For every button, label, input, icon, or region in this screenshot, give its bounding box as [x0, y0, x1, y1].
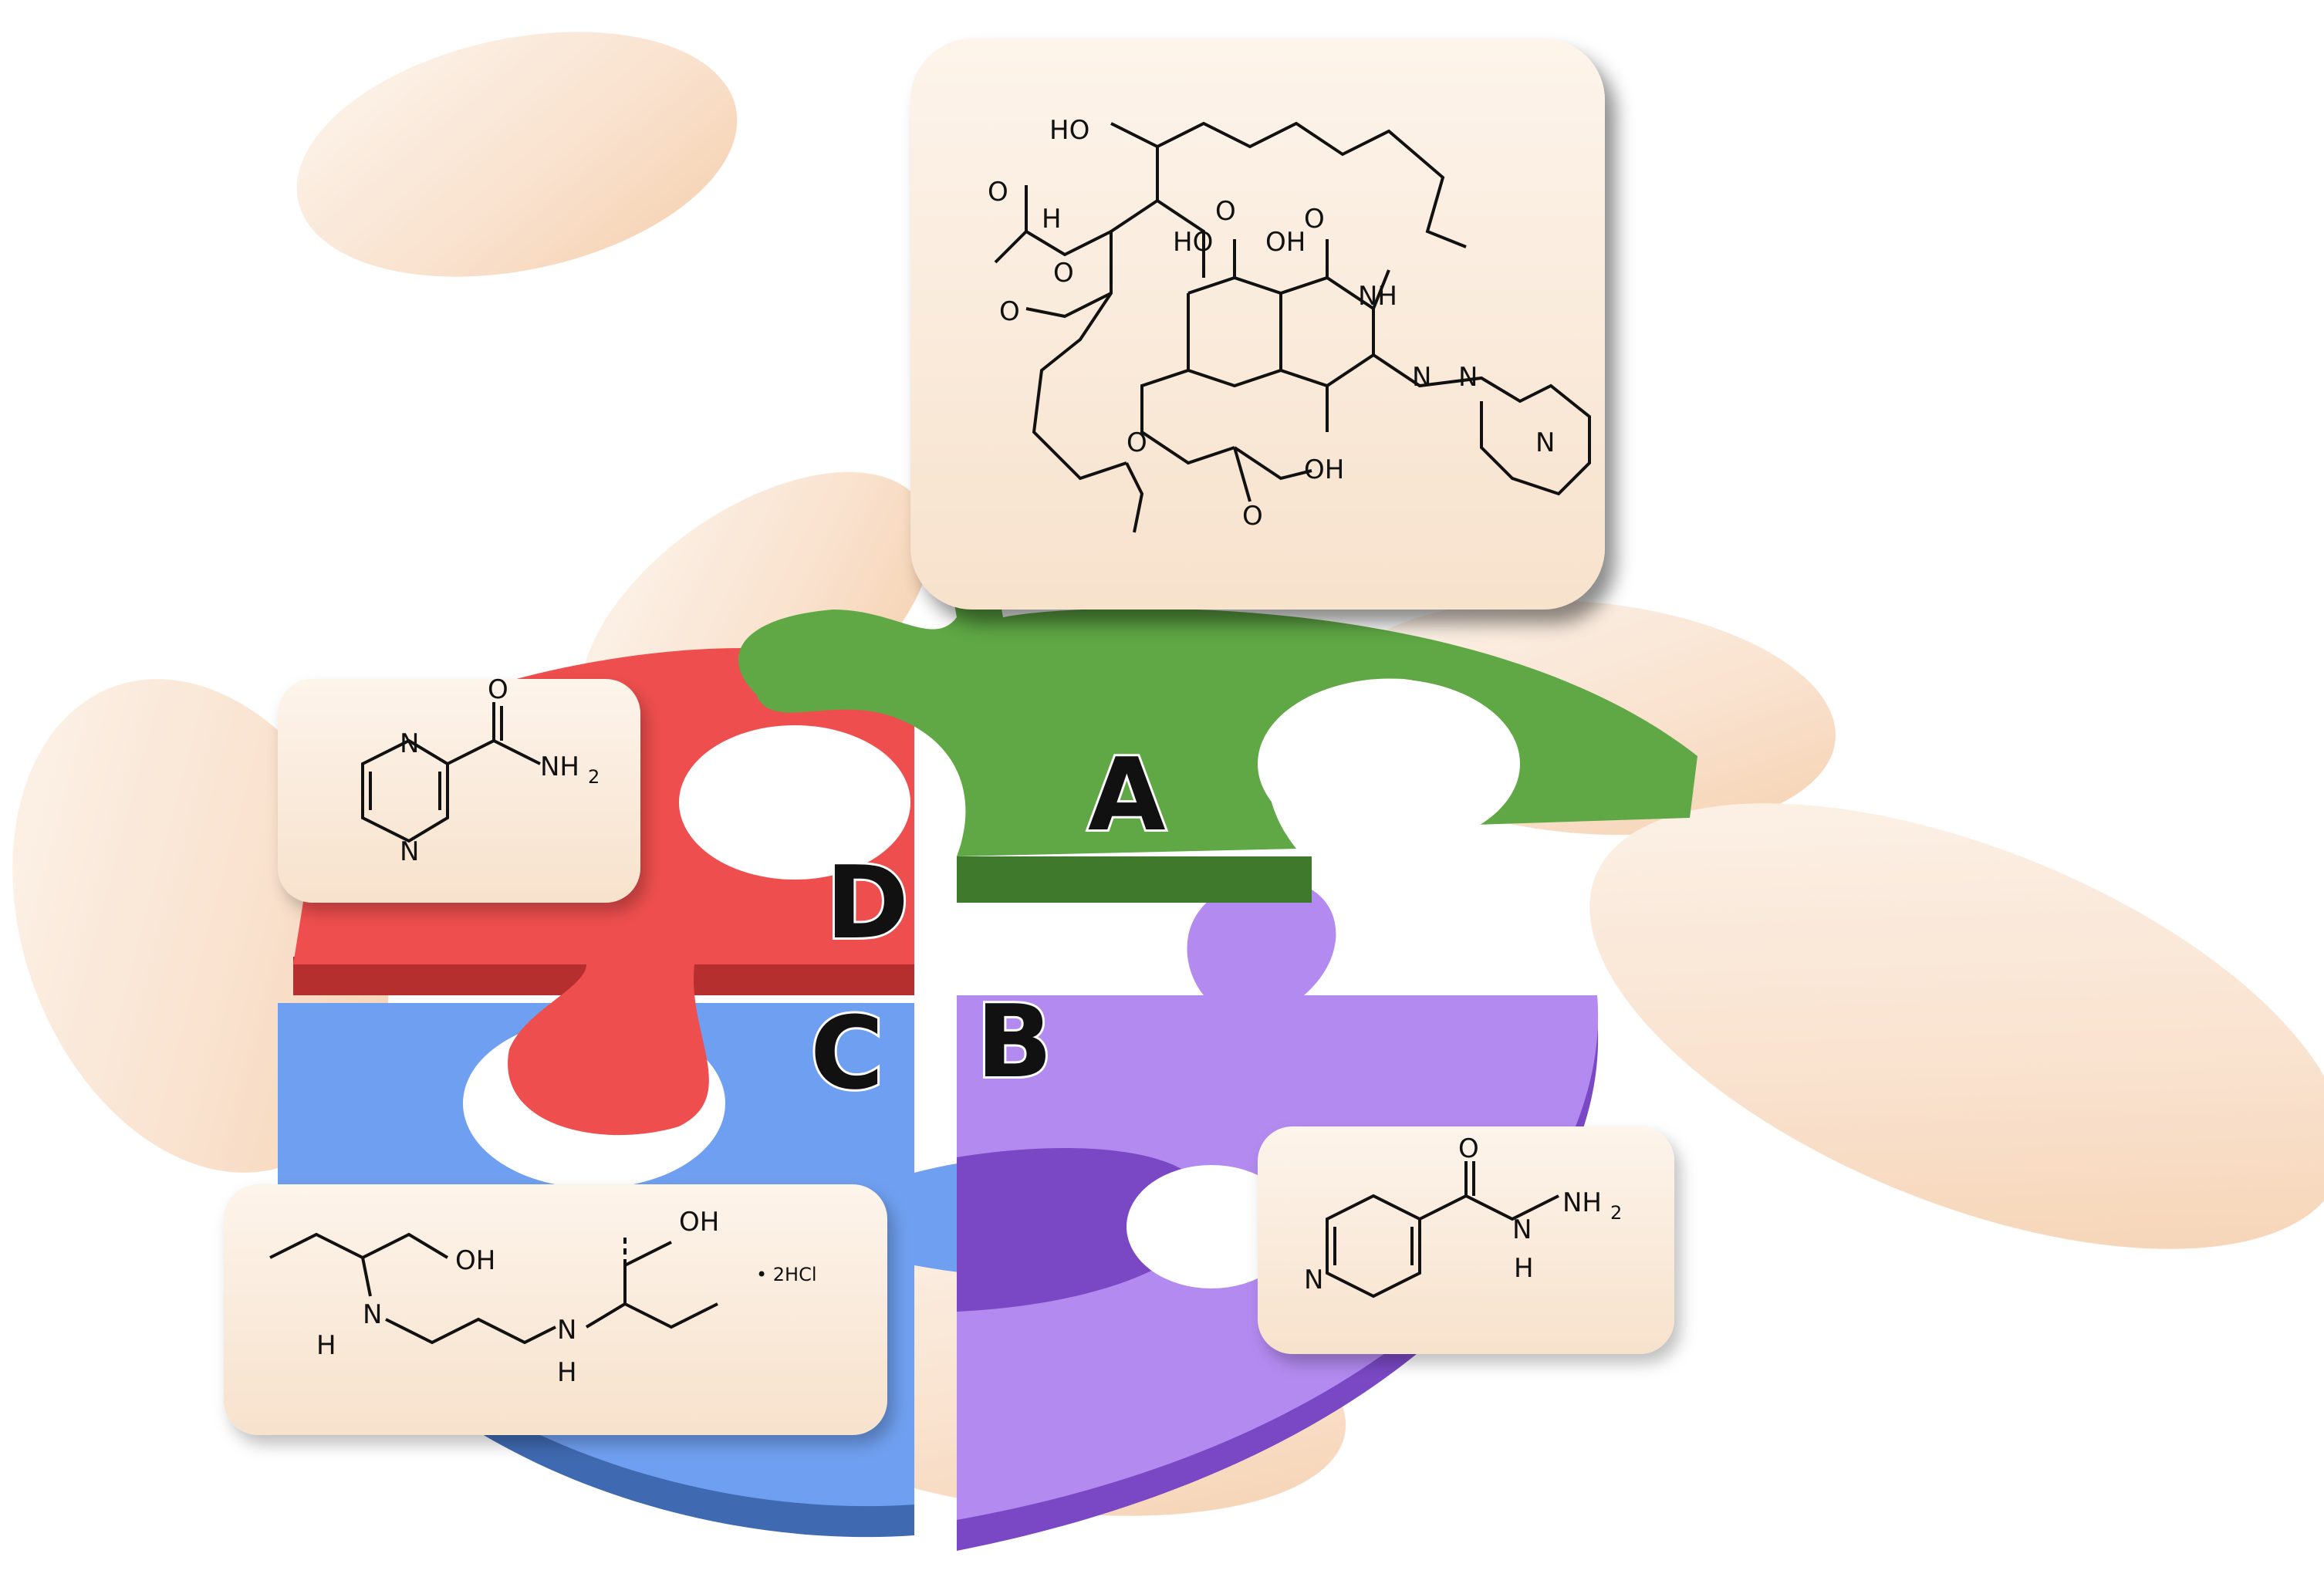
card-b-bonds: [1326, 1161, 1559, 1299]
card-a-atom-oh2: OH: [1304, 454, 1344, 485]
card-b-atom-o: O: [1458, 1133, 1479, 1164]
puzzle-hole-b: [1127, 1165, 1296, 1288]
card-a-atom-o4: O: [1304, 204, 1325, 235]
structure-card-c: OH OH H N N H • 2HCl: [224, 1184, 887, 1435]
pill-top-left: [296, 32, 738, 277]
card-a-atom-n3: N: [1535, 427, 1555, 458]
card-d-atom-nh2: NH: [540, 751, 579, 782]
card-c-atom-h1: H: [316, 1330, 336, 1361]
card-b-atom-nh2: NH: [1562, 1187, 1602, 1218]
piece-label-b: B: [976, 983, 1052, 1100]
card-a-atom-o-hidden: O: [1215, 196, 1236, 227]
card-d-background: [278, 679, 640, 903]
piece-label-d: D: [826, 844, 909, 961]
card-a-bonds: [994, 121, 1591, 533]
card-a-atom-o1: O: [988, 177, 1008, 208]
card-a-atom-nh: NH: [1358, 281, 1397, 312]
card-b-atom-nh2-sub: 2: [1610, 1202, 1622, 1224]
card-a-atom-n2: N: [1458, 362, 1478, 393]
card-a-atom-o2: O: [1053, 258, 1074, 289]
card-a-atom-h: H: [1042, 204, 1062, 235]
card-a-atom-ho2: HO: [1173, 227, 1213, 258]
card-c-atom-oh2: OH: [679, 1207, 719, 1238]
card-c-atom-h2: H: [557, 1357, 577, 1388]
card-d-atom-n2: N: [400, 836, 419, 867]
piece-label-a: A: [1088, 736, 1166, 853]
card-a-atom-n1: N: [1412, 362, 1431, 393]
card-a-background: [910, 39, 1605, 610]
card-b-atom-n2: N: [1512, 1214, 1532, 1245]
card-b-atom-h: H: [1514, 1253, 1534, 1284]
card-a-atom-o3: O: [999, 296, 1020, 327]
puzzle-piece-a-edge: [957, 856, 1312, 903]
card-c-salt-label: • 2HCl: [756, 1264, 817, 1285]
card-a-atom-oh1: OH: [1265, 227, 1306, 258]
card-c-atom-n2: N: [557, 1315, 576, 1346]
card-b-atom-n: N: [1304, 1265, 1323, 1295]
piece-label-c: C: [810, 995, 883, 1112]
card-b-background: [1258, 1126, 1674, 1354]
card-d-atom-o: O: [488, 674, 508, 705]
puzzle-hole-a: [1258, 679, 1520, 849]
card-a-atom-o5: O: [1127, 427, 1147, 458]
card-a-atom-ho1: HO: [1049, 115, 1089, 146]
structure-card-d: N N O NH 2: [278, 674, 640, 903]
card-c-bonds: [269, 1232, 718, 1345]
card-c-atom-n1: N: [363, 1299, 382, 1330]
card-c-background: [224, 1184, 887, 1435]
puzzle-hole-d: [679, 725, 910, 880]
card-c-atom-oh1: OH: [455, 1245, 495, 1276]
structure-card-a: HO H O O O HO O OH O NH O O OH N N N: [910, 39, 1605, 610]
card-d-bonds: [361, 702, 541, 843]
card-d-atom-nh2-sub: 2: [588, 766, 600, 788]
card-d-atom-n1: N: [400, 728, 419, 759]
pill-right-lower: [1589, 803, 2324, 1249]
structure-card-b: N O N H NH 2: [1258, 1126, 1674, 1354]
card-a-atom-o6: O: [1242, 501, 1263, 532]
